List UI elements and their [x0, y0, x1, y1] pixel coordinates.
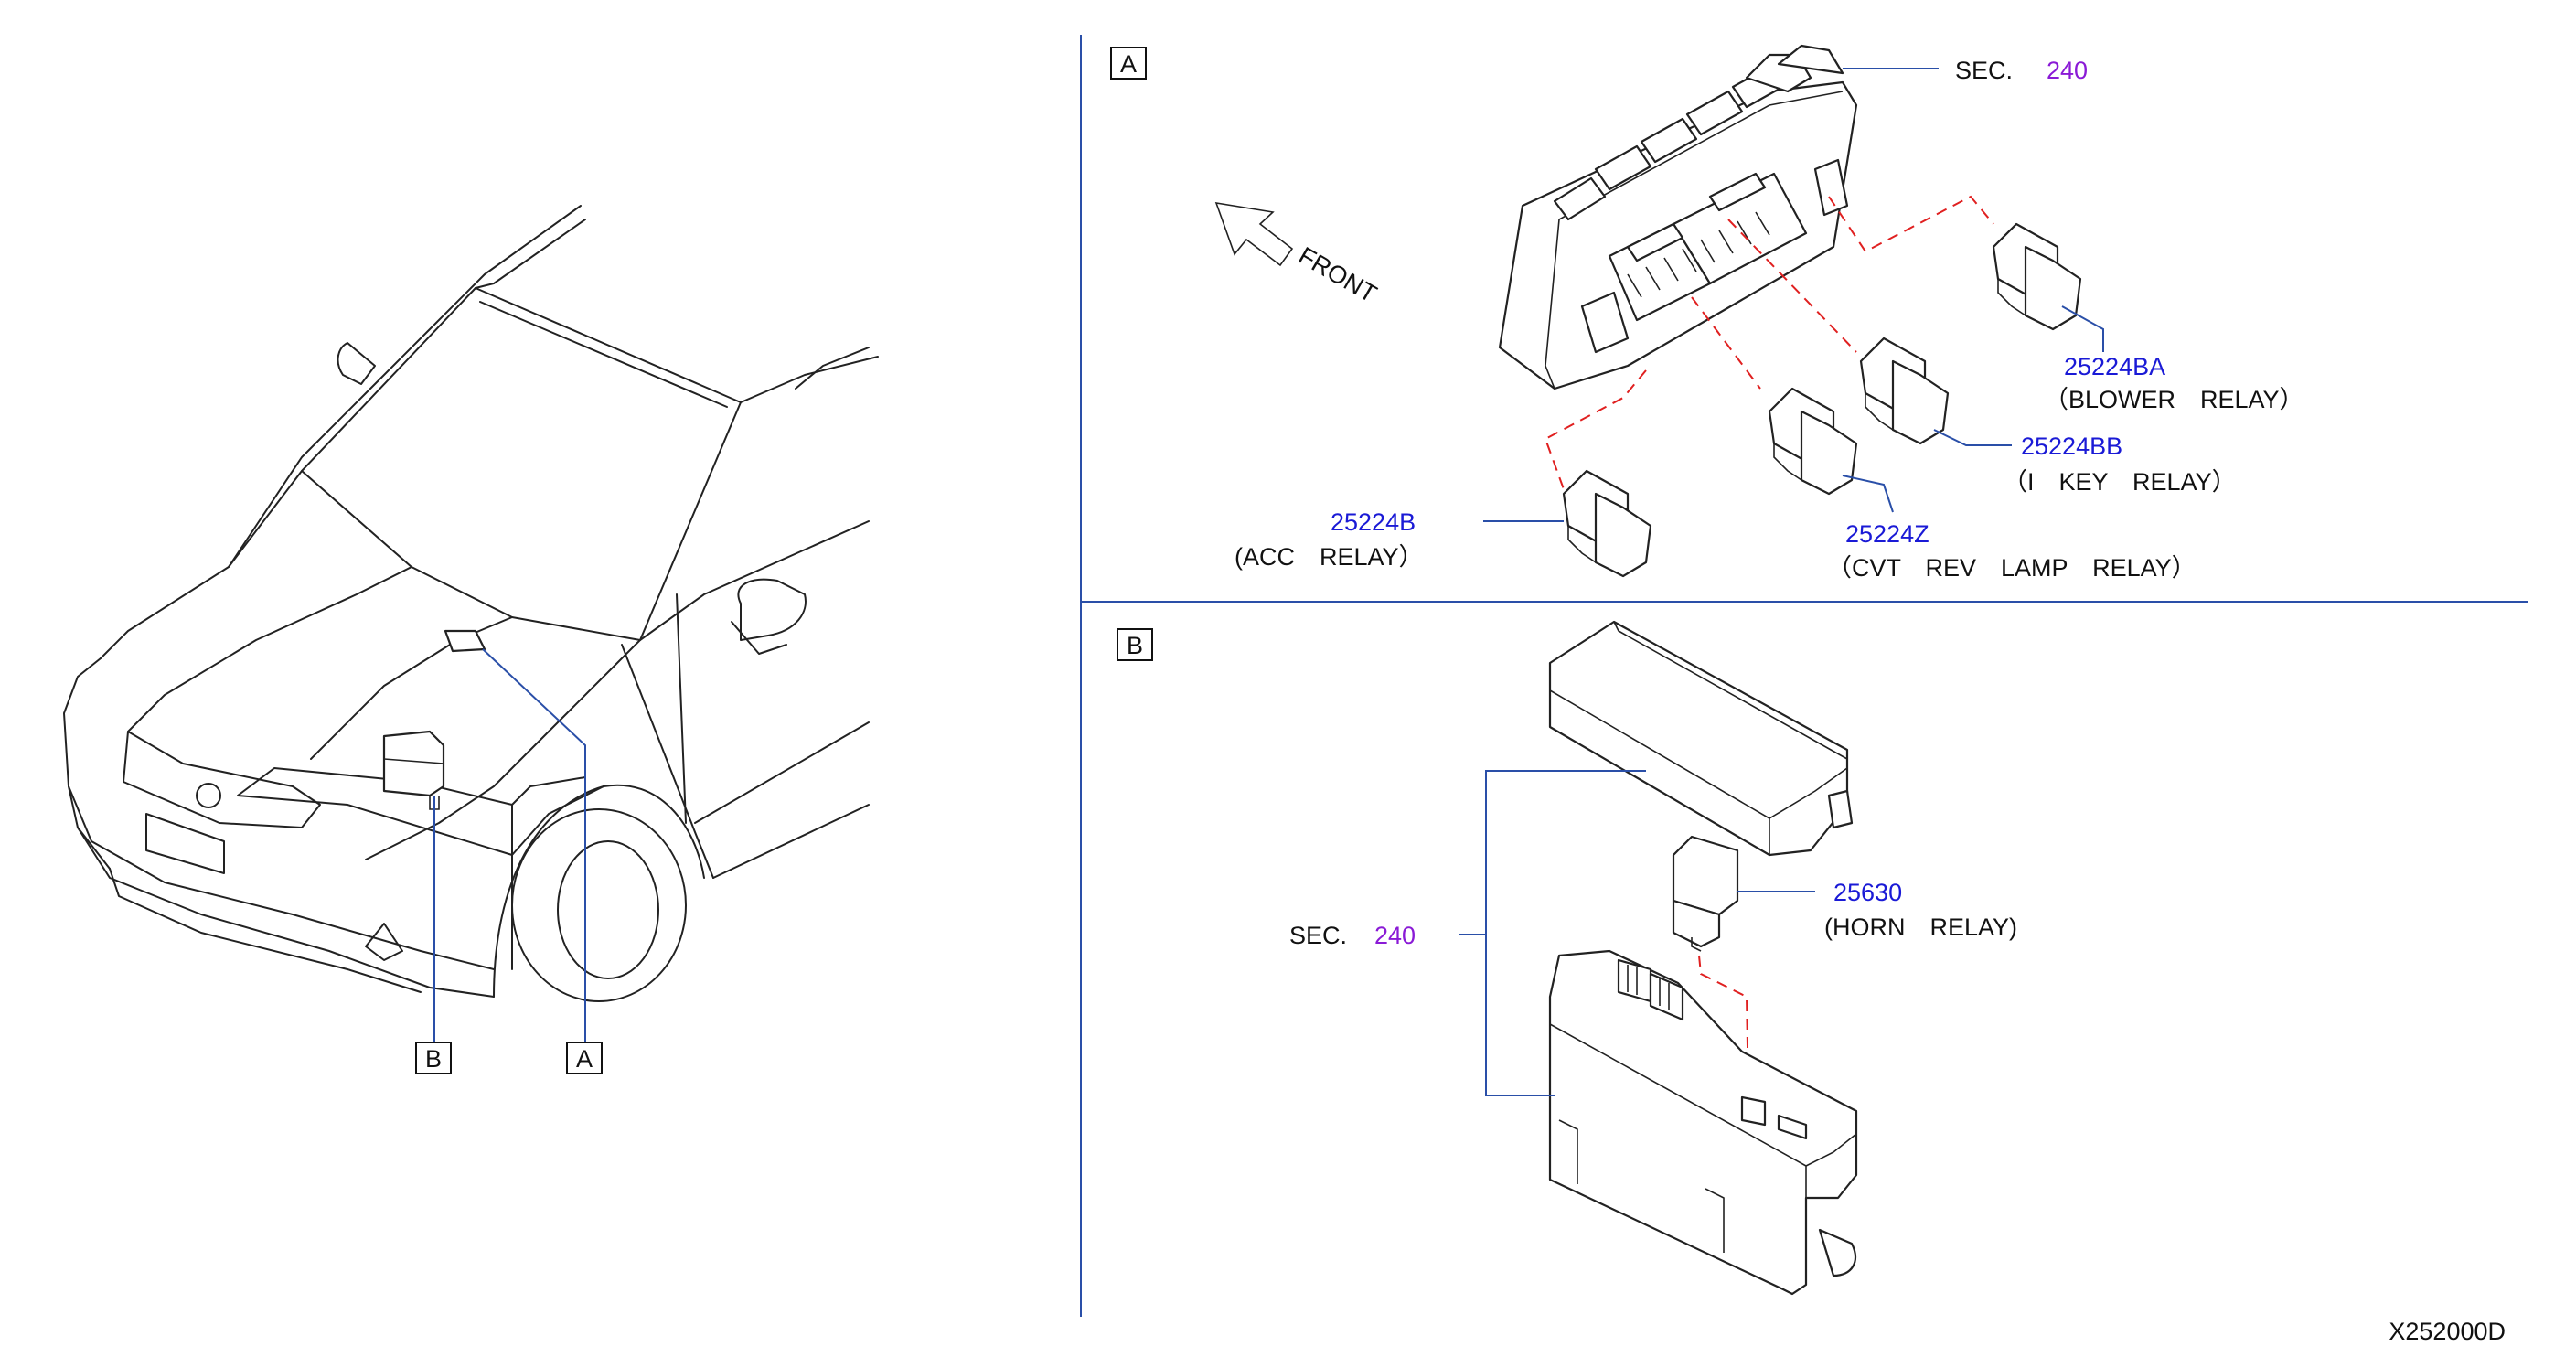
- part-name-blower-relay: （BLOWER RELAY）: [2044, 386, 2304, 413]
- part-number-25224z[interactable]: 25224Z: [1845, 520, 1929, 548]
- car-illustration: [63, 205, 879, 1042]
- callout-b-car: B: [415, 1042, 452, 1074]
- part-number-25224bb[interactable]: 25224BB: [2021, 433, 2122, 460]
- part-number-25630[interactable]: 25630: [1833, 879, 1902, 906]
- svg-text:A: A: [576, 1045, 593, 1073]
- panel-a-sec-number[interactable]: 240: [2047, 57, 2088, 84]
- relay-path-horn: [1698, 955, 1749, 1098]
- junction-box-a: [1498, 44, 1858, 390]
- diagram-id: X252000D: [2389, 1318, 2506, 1345]
- relay-path-ikey: [1727, 219, 1857, 353]
- relay-i-key[interactable]: [1859, 337, 1950, 445]
- part-name-i-key-relay: （I KEY RELAY）: [2003, 468, 2237, 496]
- panel-a-sec-prefix: SEC.: [1955, 57, 2013, 84]
- part-number-25224ba[interactable]: 25224BA: [2064, 353, 2165, 380]
- component-b-location: [382, 730, 445, 810]
- relay-cvt-rev-lamp[interactable]: [1768, 387, 1858, 496]
- relay-acc[interactable]: [1562, 469, 1652, 578]
- part-name-acc-relay: (ACC RELAY）: [1235, 543, 1424, 571]
- part-name-cvt-rev-lamp-relay: （CVT REV LAMP RELAY）: [1827, 554, 2197, 582]
- relay-horn[interactable]: [1672, 835, 1739, 952]
- relay-path-cvt: [1691, 296, 1761, 390]
- front-label: FRONT: [1294, 241, 1382, 307]
- svg-text:B: B: [1127, 632, 1143, 659]
- panel-a: A FRONT SEC.: [1110, 44, 2304, 582]
- fuse-box-base: [1548, 949, 1858, 1296]
- component-a-location: [444, 629, 486, 653]
- part-number-25224b[interactable]: 25224B: [1331, 508, 1416, 536]
- fuse-box-cover: [1548, 620, 1854, 857]
- svg-text:A: A: [1120, 50, 1137, 78]
- front-arrow-icon: [1214, 201, 1294, 267]
- panel-b-sec-number[interactable]: 240: [1374, 922, 1416, 949]
- callout-a-car: A: [566, 1042, 603, 1074]
- panel-b-sec-prefix: SEC.: [1289, 922, 1347, 949]
- svg-text:B: B: [425, 1045, 442, 1073]
- relay-path-acc: [1544, 369, 1647, 490]
- relay-blower[interactable]: [1992, 222, 2082, 331]
- relay-path-blower: [1828, 195, 1994, 253]
- part-name-horn-relay: (HORN RELAY): [1824, 914, 2017, 941]
- panel-b: B: [1117, 620, 2017, 1296]
